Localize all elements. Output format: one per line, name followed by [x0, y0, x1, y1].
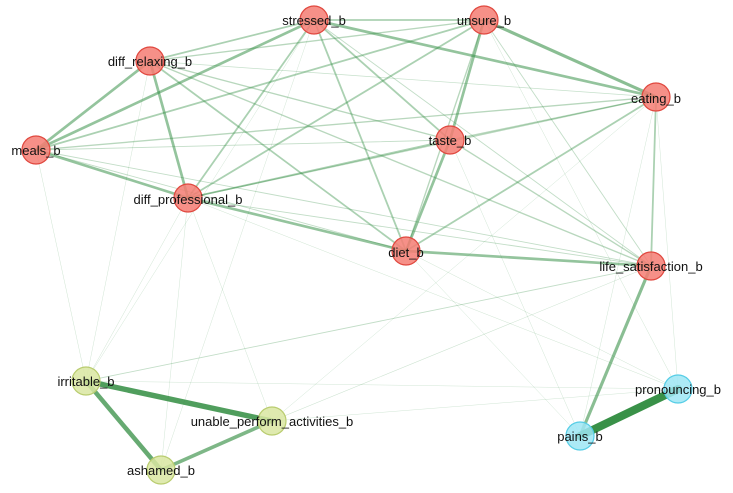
- node-label-diet: diet_b: [388, 245, 423, 260]
- edge-taste-diet: [404, 138, 452, 253]
- edge-unsure-eating: [482, 18, 658, 99]
- nodes-layer: [21, 5, 693, 485]
- edge-diff_relaxing-diet: [149, 60, 407, 252]
- edge-stressed-diff_relaxing: [149, 19, 315, 62]
- node-diet[interactable]: [391, 236, 421, 266]
- node-label-stressed: stressed_b: [282, 13, 346, 28]
- edge-irritable-pronouncing: [85, 380, 679, 390]
- edge-diff_relaxing-diff_professional: [148, 59, 190, 200]
- node-diff-professional[interactable]: [173, 183, 203, 213]
- edge-diff_professional-eating: [187, 96, 657, 199]
- node-label-pains: pains_b: [557, 429, 603, 444]
- edge-pains-taste: [449, 139, 581, 437]
- edge-diff_professional-taste: [187, 139, 451, 199]
- node-label-irritable: irritable_b: [57, 374, 114, 389]
- edge-irritable-diff_relaxing: [85, 60, 151, 382]
- edge-unable_perform-pronouncing: [271, 388, 679, 422]
- edge-ashamed-unable_perform: [159, 419, 274, 472]
- edges-layer: [34, 18, 683, 473]
- edge-stressed-life_satisfaction: [313, 19, 652, 267]
- edge-pains-pronouncing: [575, 384, 683, 441]
- node-unsure[interactable]: [469, 5, 499, 35]
- node-diff-relaxing[interactable]: [135, 46, 165, 76]
- labels-layer: stressed_b unsure_b diff_relaxing_b eating_…: [11, 13, 721, 478]
- edge-unable_perform-eating: [271, 96, 657, 422]
- edge-unsure-meals: [35, 19, 485, 151]
- edge-meals-diff_professional: [34, 148, 190, 200]
- edge-ashamed-stressed: [160, 19, 315, 471]
- edge-pronouncing-unsure: [483, 19, 679, 390]
- edge-pains-eating: [579, 96, 657, 437]
- node-taste[interactable]: [435, 125, 465, 155]
- edge-pronouncing-diet: [405, 250, 679, 390]
- edge-irritable-unable_perform: [83, 378, 275, 424]
- edge-diff_relaxing-taste: [149, 60, 451, 141]
- edge-pains-diet: [405, 250, 581, 437]
- node-label-diff-relaxing: diff_relaxing_b: [108, 54, 192, 69]
- node-label-unsure: unsure_b: [457, 13, 511, 28]
- edge-diff_professional-diet: [186, 196, 408, 253]
- edge-eating-diet: [405, 96, 657, 252]
- edge-pronouncing-eating: [655, 96, 679, 390]
- edge-meals-taste: [35, 139, 451, 151]
- node-label-eating: eating_b: [631, 91, 681, 106]
- edge-pronouncing-diff_professional: [187, 197, 679, 390]
- edge-stressed-meals: [34, 18, 316, 152]
- node-label-taste: taste_b: [429, 133, 472, 148]
- edge-unable_perform-diff_professional: [187, 197, 273, 422]
- node-label-meals: meals_b: [11, 143, 60, 158]
- edge-stressed-diet: [313, 19, 407, 252]
- edge-stressed-eating: [312, 18, 658, 99]
- edge-meals-life_satisfaction: [35, 149, 652, 267]
- edge-unsure-life_satisfaction: [483, 19, 652, 267]
- edge-diff_relaxing-meals: [34, 59, 152, 152]
- edge-irritable-meals: [35, 149, 87, 382]
- node-ashamed[interactable]: [146, 455, 176, 485]
- edge-diff_professional-life_satisfaction: [187, 197, 652, 267]
- edge-irritable-ashamed: [83, 378, 164, 473]
- node-label-ashamed: ashamed_b: [127, 463, 195, 478]
- node-label-life-satisfaction: life_satisfaction_b: [599, 259, 702, 274]
- node-irritable[interactable]: [71, 366, 101, 396]
- edge-stressed-taste: [313, 19, 451, 141]
- node-label-pronouncing: pronouncing_b: [635, 382, 721, 397]
- node-label-unable-perform: unable_perform_activities_b: [191, 414, 354, 429]
- node-pronouncing[interactable]: [663, 374, 693, 404]
- edge-unsure-taste: [448, 18, 486, 142]
- node-pains[interactable]: [565, 421, 595, 451]
- edge-life_satisfaction-irritable: [85, 265, 652, 382]
- node-life-satisfaction[interactable]: [636, 251, 666, 281]
- edge-unsure-diff_relaxing: [149, 19, 485, 62]
- edge-meals-diet: [35, 149, 407, 252]
- edge-taste-life_satisfaction: [449, 139, 652, 267]
- node-unable-perform[interactable]: [257, 406, 287, 436]
- edge-diff_relaxing-eating: [149, 60, 657, 98]
- node-label-diff-professional: diff_professional_b: [134, 192, 243, 207]
- node-stressed[interactable]: [299, 5, 329, 35]
- edge-irritable-diff_professional: [85, 197, 189, 382]
- edge-meals-eating: [35, 96, 657, 151]
- edge-eating-life_satisfaction: [650, 96, 657, 267]
- edge-life_satisfaction-unable_perform: [271, 265, 652, 422]
- edge-diff_relaxing-life_satisfaction: [149, 60, 652, 267]
- node-meals[interactable]: [21, 135, 51, 165]
- edge-unsure-diff_professional: [187, 19, 485, 199]
- edge-life_satisfaction-pains: [578, 264, 653, 438]
- edge-taste-eating: [449, 96, 657, 141]
- edge-stressed-diff_professional: [187, 19, 315, 199]
- edge-ashamed-diff_professional: [160, 197, 189, 471]
- node-eating[interactable]: [641, 82, 671, 112]
- edge-diet-life_satisfaction: [404, 249, 653, 268]
